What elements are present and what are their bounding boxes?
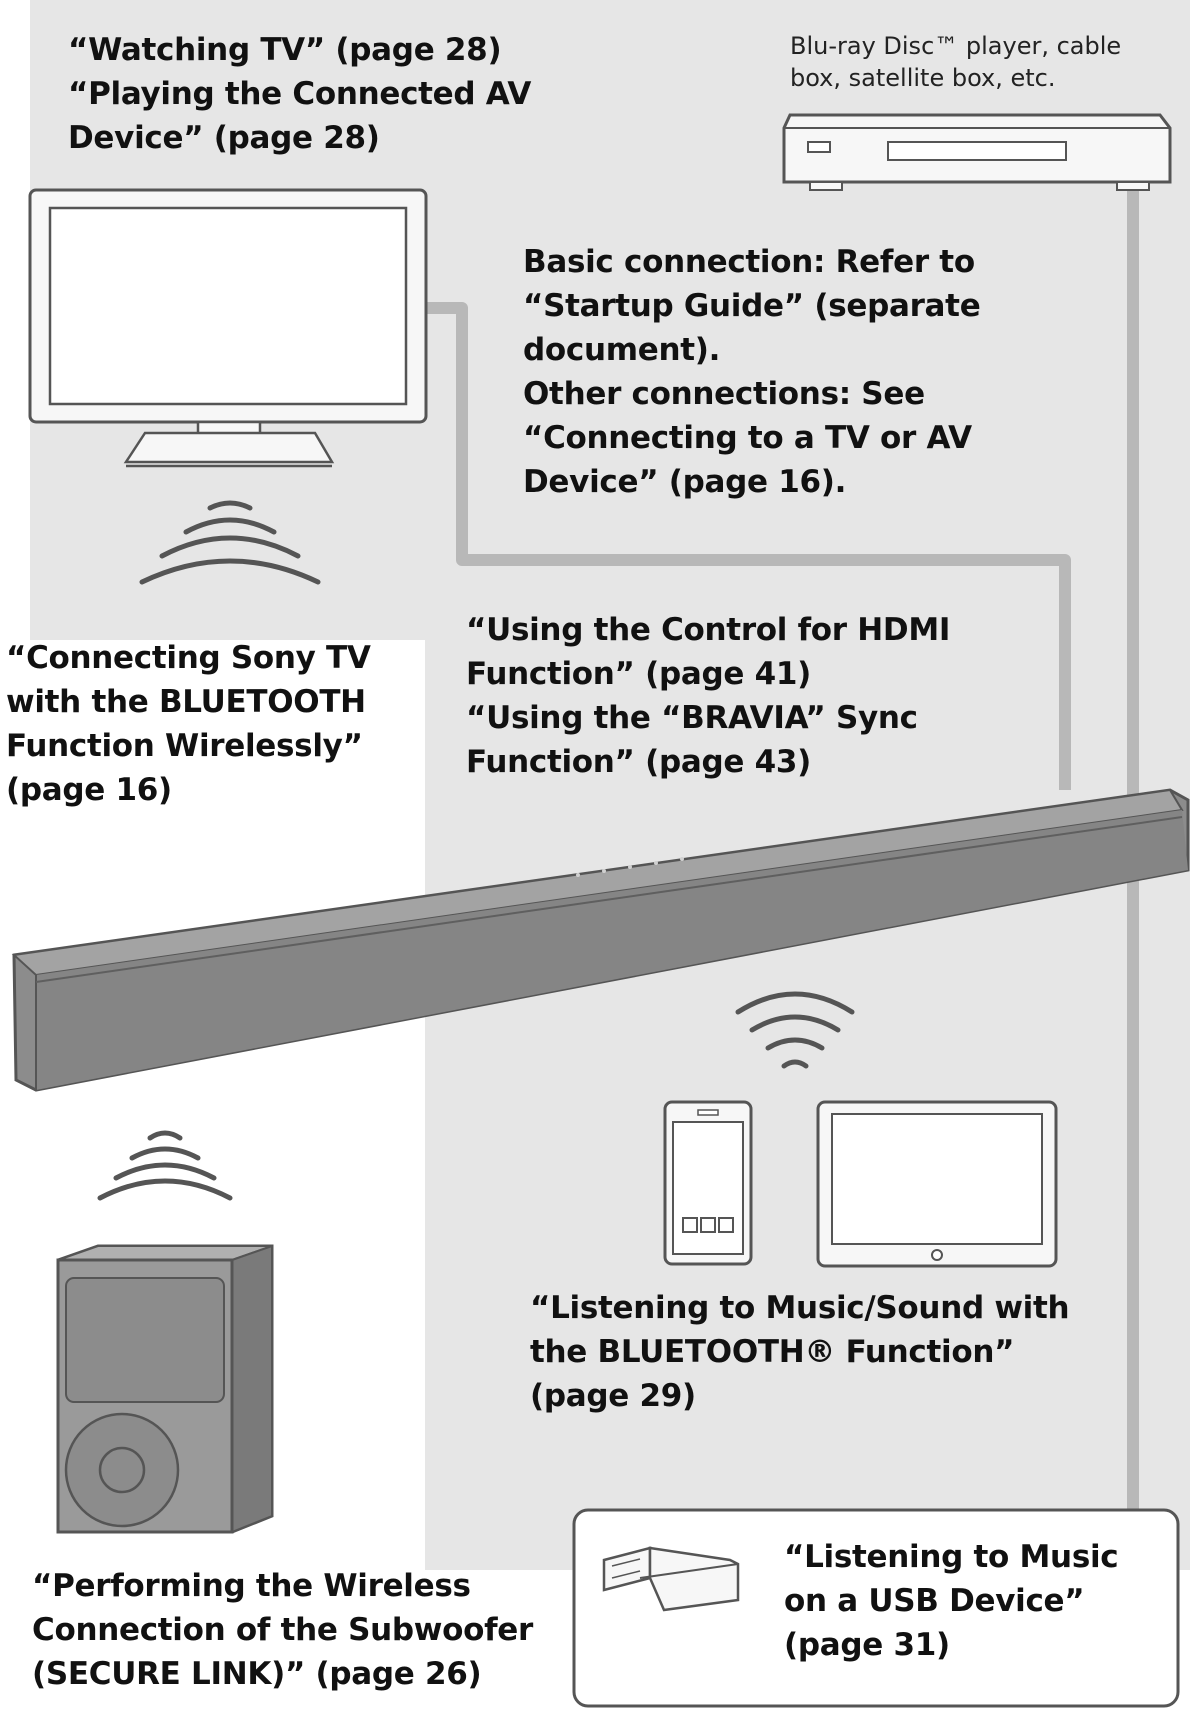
label-line: “Watching TV” (page 28) — [68, 28, 531, 72]
player-icon — [784, 115, 1170, 190]
label-line: on a USB Device” — [784, 1579, 1118, 1623]
label-line: (SECURE LINK)” (page 26) — [32, 1652, 533, 1696]
wireless-waves-icon — [100, 1133, 230, 1198]
label-line: “Using the “BRAVIA” Sync — [466, 696, 950, 740]
subwoofer-icon — [58, 1246, 272, 1532]
label-bluetooth-music: “Listening to Music/Sound with the BLUET… — [530, 1286, 1069, 1418]
tablet-icon — [818, 1102, 1056, 1266]
label-line: “Listening to Music/Sound with — [530, 1286, 1069, 1330]
label-av-device: Blu-ray Disc™ player, cable box, satelli… — [790, 30, 1121, 94]
label-line: box, satellite box, etc. — [790, 62, 1121, 94]
label-line: “Connecting Sony TV — [6, 636, 371, 680]
label-usb: “Listening to Music on a USB Device” (pa… — [784, 1535, 1118, 1667]
label-line: the BLUETOOTH® Function” — [530, 1330, 1069, 1374]
label-line: “Performing the Wireless — [32, 1564, 533, 1608]
label-line: (page 29) — [530, 1374, 1069, 1418]
label-tv: “Watching TV” (page 28) “Playing the Con… — [68, 28, 531, 160]
label-line: Device” (page 16). — [523, 460, 980, 504]
label-line: “Playing the Connected AV — [68, 72, 531, 116]
label-line: “Listening to Music — [784, 1535, 1118, 1579]
label-connection: Basic connection: Refer to “Startup Guid… — [523, 240, 980, 504]
label-line: Device” (page 28) — [68, 116, 531, 160]
label-line: “Using the Control for HDMI — [466, 608, 950, 652]
label-line: Other connections: See — [523, 372, 980, 416]
label-line: document). — [523, 328, 980, 372]
label-line: Function” (page 43) — [466, 740, 950, 784]
label-line: (page 16) — [6, 768, 371, 812]
label-line: (page 31) — [784, 1623, 1118, 1667]
label-bluetooth-tv: “Connecting Sony TV with the BLUETOOTH F… — [6, 636, 371, 812]
smartphone-icon — [665, 1102, 751, 1264]
label-line: Connection of the Subwoofer — [32, 1608, 533, 1652]
label-line: Function” (page 41) — [466, 652, 950, 696]
label-line: with the BLUETOOTH — [6, 680, 371, 724]
label-line: Blu-ray Disc™ player, cable — [790, 30, 1121, 62]
label-subwoofer: “Performing the Wireless Connection of t… — [32, 1564, 533, 1696]
label-line: “Connecting to a TV or AV — [523, 416, 980, 460]
label-hdmi: “Using the Control for HDMI Function” (p… — [466, 608, 950, 784]
label-line: “Startup Guide” (separate — [523, 284, 980, 328]
background-panel-lower — [425, 930, 1190, 1570]
label-line: Basic connection: Refer to — [523, 240, 980, 284]
label-line: Function Wirelessly” — [6, 724, 371, 768]
